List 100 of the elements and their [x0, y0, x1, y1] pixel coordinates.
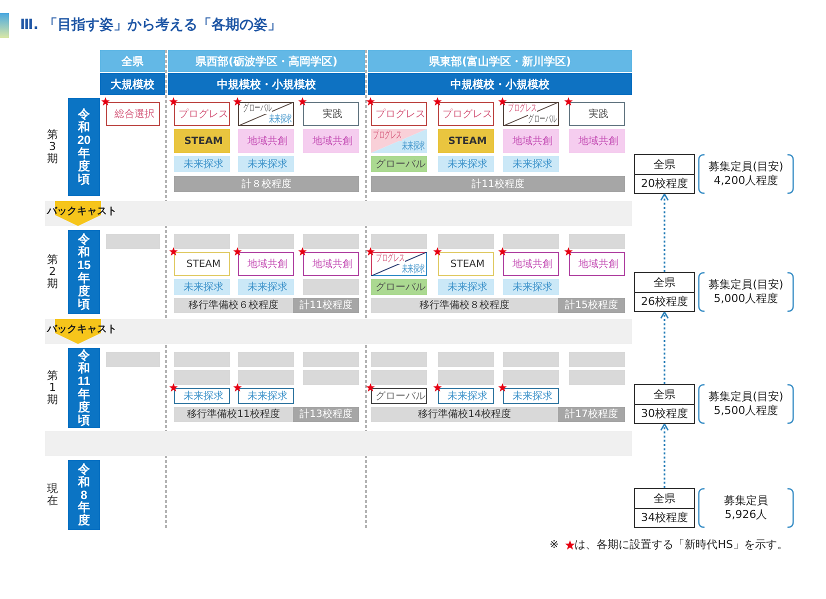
transition-bar: 移行準備校11校程度 [174, 407, 293, 422]
course-tag: 地域共創 [503, 129, 559, 153]
transition-bar: 移行準備校14校程度 [371, 407, 558, 422]
capacity-label: 募集定員(目安) [708, 278, 784, 292]
course-tag: プログレス [371, 102, 427, 126]
capacity-label: 募集定員 [724, 494, 768, 508]
region-name: 全県 [652, 386, 676, 403]
separator-band [45, 201, 632, 226]
course-tag: グローバル [371, 279, 427, 295]
course-label: グローバル [243, 103, 272, 114]
course-tag: 未来探求 [438, 156, 494, 172]
period-badge: 令和20年度頃 [68, 98, 100, 196]
placeholder-block [303, 234, 359, 249]
period-badge: 令和11年度頃 [68, 348, 100, 428]
course-tag: 地域共創 [238, 252, 294, 276]
course-tag: 地域共創 [569, 252, 625, 276]
capacity-label: 募集定員(目安) [708, 390, 784, 404]
placeholder-block [303, 370, 359, 385]
region-name: 全県 [652, 490, 676, 507]
period-label: 第1期 [47, 370, 58, 406]
placeholder-block [174, 352, 230, 367]
capacity-value: 5,926人 [724, 508, 768, 522]
count-box [634, 272, 695, 312]
course-tag: STEAM [174, 129, 230, 153]
course-label: プログレス [376, 253, 405, 264]
dotted-arrow [660, 193, 669, 272]
placeholder-block [174, 370, 230, 385]
region-header: 県東部(富山学区・新川学区) [368, 50, 632, 72]
placeholder-block [174, 234, 230, 249]
course-tag: 未来探求 [503, 388, 559, 404]
period-badge: 令和8年度 [68, 460, 100, 530]
total-bar: 計15校程度 [558, 298, 625, 313]
placeholder-block [371, 234, 427, 249]
placeholder-block [303, 279, 359, 295]
placeholder-block [371, 352, 427, 367]
region-header: 全県 [100, 50, 165, 72]
course-tag: 地域共創 [503, 252, 559, 276]
course-tag: STEAM [438, 129, 494, 153]
course-tag: 未来探求 [174, 388, 230, 404]
course-tag: 未来探求 [238, 156, 294, 172]
course-tag: 未来探求 [438, 279, 494, 295]
total-bar: 計17校程度 [558, 407, 625, 422]
course-tag: 地域共創 [238, 129, 294, 153]
placeholder-block [106, 234, 160, 249]
capacity-value: 5,500人程度 [714, 404, 778, 418]
course-tag: 地域共創 [303, 252, 359, 276]
course-tag: プログレス [174, 102, 230, 126]
placeholder-block [438, 352, 494, 367]
separator-band [45, 431, 632, 456]
placeholder-block [438, 370, 494, 385]
placeholder-block [503, 234, 559, 249]
course-label: 未来探求 [268, 114, 292, 125]
course-tag: STEAM [438, 252, 494, 276]
placeholder-block [569, 370, 625, 385]
course-tag: 未来探求 [174, 156, 230, 172]
school-count: 20校程度 [635, 174, 694, 193]
region-name: 全県 [652, 156, 676, 173]
school-size-header: 中規模校・小規模校 [168, 73, 365, 95]
placeholder-block [569, 234, 625, 249]
capacity-value: 5,000人程度 [714, 292, 778, 306]
course-label: グローバル [528, 114, 557, 125]
course-tag: プログレス [438, 102, 494, 126]
course-tag: 未来探求 [438, 388, 494, 404]
capacity-label: 募集定員(目安) [708, 160, 784, 174]
transition-bar: 移行準備校８校程度 [371, 298, 558, 313]
dotted-arrow [660, 423, 669, 488]
region-name: 全県 [652, 274, 676, 291]
transition-bar: 移行準備校６校程度 [174, 298, 293, 313]
separator-band [45, 319, 632, 344]
school-count: 30校程度 [635, 404, 694, 423]
course-tag: 総合選択 [106, 102, 160, 126]
course-tag: 未来探求 [503, 279, 559, 295]
course-tag: グローバル [371, 388, 427, 404]
period-label: 第2期 [47, 254, 58, 290]
period-label: 現在 [47, 483, 58, 508]
course-tag: 実践 [303, 102, 359, 126]
placeholder-block [503, 352, 559, 367]
placeholder-block [238, 352, 294, 367]
period-label: 第3期 [47, 129, 58, 166]
school-count: 26校程度 [635, 292, 694, 311]
course-tag: 未来探求 [503, 156, 559, 172]
placeholder-block [371, 370, 427, 385]
note-mark: ※ [550, 538, 559, 552]
diagram-title: Ⅲ. 「目指す姿」から考える「各期の姿」 [20, 16, 282, 34]
count-box [634, 488, 695, 528]
count-box [634, 384, 695, 424]
legend-text: は、各期に設置する「新時代HS」を示す。 [574, 538, 788, 552]
placeholder-block [106, 352, 160, 367]
course-label: 未来探求 [402, 264, 425, 275]
course-tag: グローバル [371, 156, 427, 172]
dotted-arrow [660, 311, 669, 384]
total-bar: 計13校程度 [293, 407, 359, 422]
total-bar: 計11校程度 [371, 176, 625, 192]
school-count: 34校程度 [635, 508, 694, 527]
placeholder-block [503, 370, 559, 385]
count-box [634, 154, 695, 194]
course-tag: 未来探求 [174, 279, 230, 295]
course-tag: 実践 [569, 102, 625, 126]
placeholder-block [438, 234, 494, 249]
placeholder-block [238, 370, 294, 385]
